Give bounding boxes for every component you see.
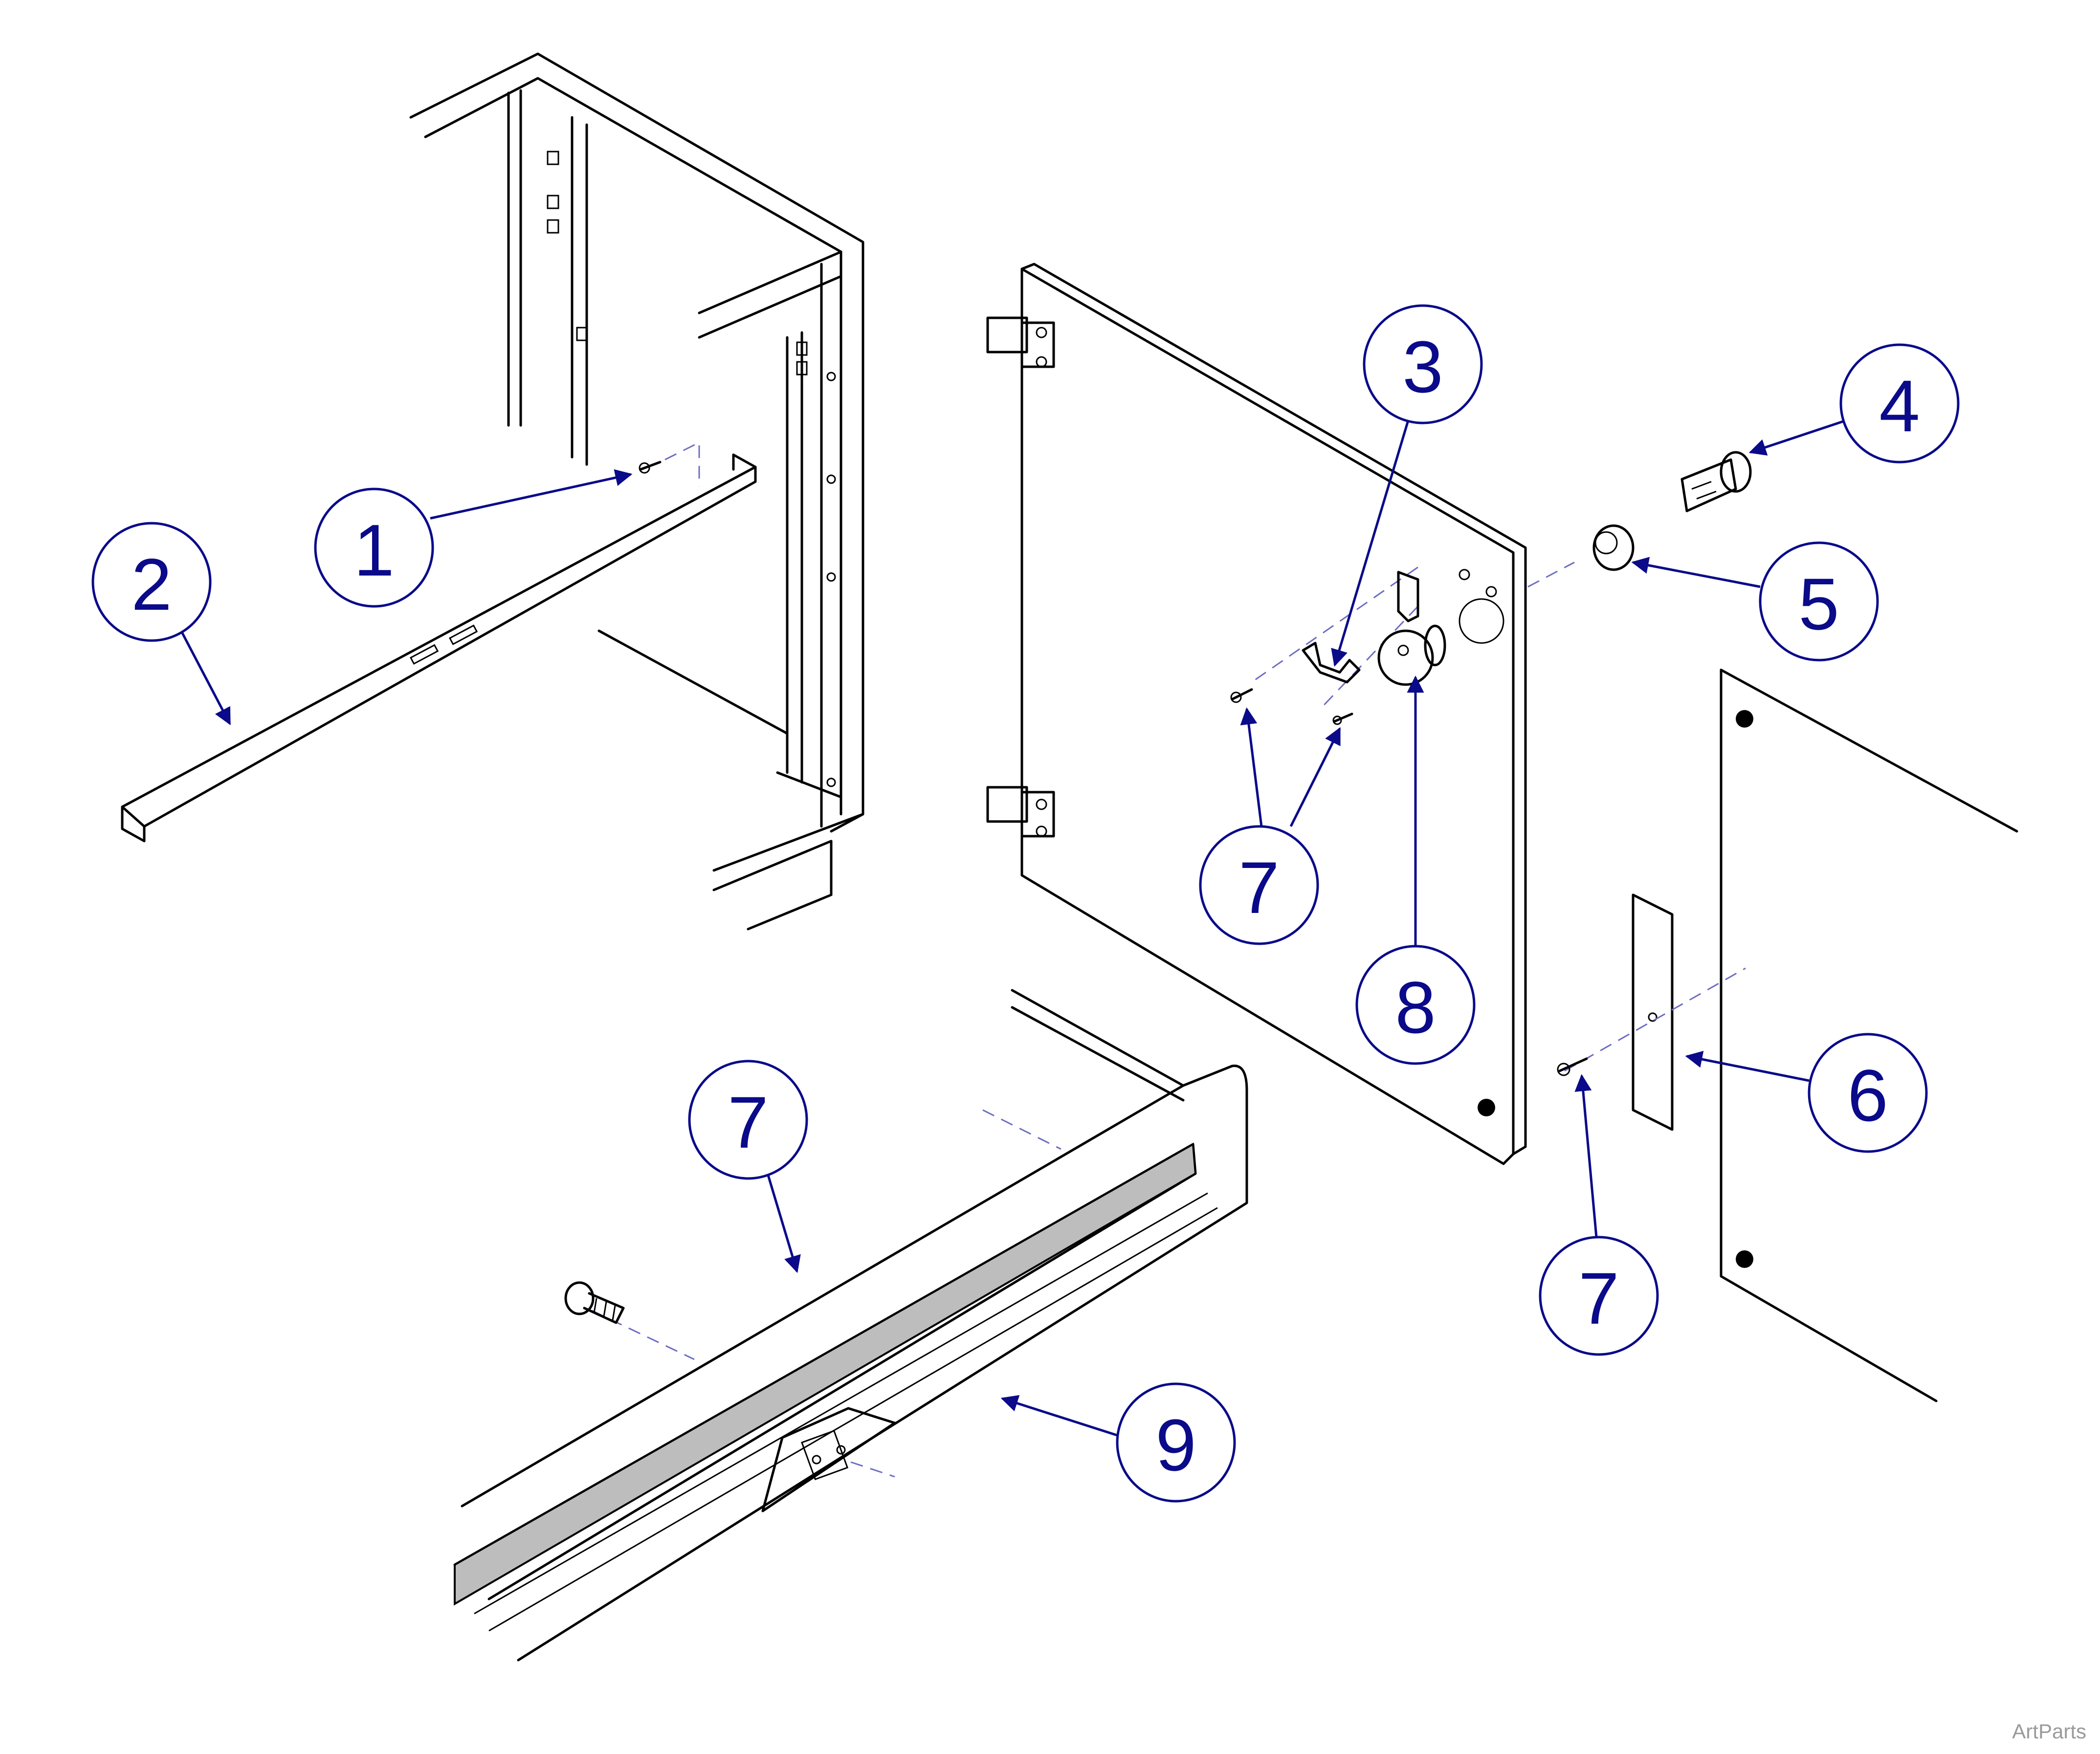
callout-7-door: 7 [1199, 825, 1319, 945]
lock-cylinder-4 [1680, 451, 1752, 512]
callout-3-label: 3 [1402, 326, 1443, 408]
callout-5-label: 5 [1798, 563, 1839, 645]
callout-9: 9 [1116, 1382, 1236, 1503]
callout-5: 5 [1759, 541, 1879, 662]
leader-lines [175, 419, 1846, 1439]
hinge-lower [986, 786, 1055, 838]
cam-lock-8 [1377, 571, 1446, 686]
callout-4-label: 4 [1879, 365, 1920, 447]
clip-3 [1302, 642, 1361, 684]
callout-7-door-label: 7 [1238, 846, 1279, 929]
bushing-5 [1592, 524, 1635, 571]
callout-7-drawer-label: 7 [728, 1081, 768, 1163]
callout-8-label: 8 [1395, 966, 1436, 1048]
callout-6-label: 6 [1847, 1054, 1888, 1136]
side-panel [1720, 668, 2018, 1402]
screw-7-drawer [564, 1281, 625, 1324]
callout-7-strike: 7 [1539, 1236, 1659, 1356]
watermark-text: ArtParts [2012, 1720, 2086, 1743]
callout-6: 6 [1808, 1033, 1928, 1153]
callout-8: 8 [1355, 945, 1476, 1065]
hinge-upper [986, 316, 1055, 368]
callout-1: 1 [314, 488, 434, 608]
rail-bar [121, 453, 757, 843]
door-panel [1020, 263, 1575, 1165]
callout-1-label: 1 [354, 509, 394, 591]
callout-9-label: 9 [1155, 1404, 1196, 1486]
callout-2-label: 2 [131, 543, 172, 625]
callout-4: 4 [1839, 343, 1960, 464]
callout-7-drawer: 7 [688, 1060, 808, 1180]
screw-1 [639, 441, 700, 487]
strike-plate-6 [1564, 893, 1746, 1131]
callout-2: 2 [91, 522, 212, 642]
callout-7-strike-label: 7 [1578, 1257, 1619, 1339]
cabinet-frame [409, 52, 864, 931]
drawer-front-9 [453, 989, 1248, 1662]
screws-7-door [1230, 688, 1353, 725]
callout-3: 3 [1363, 304, 1483, 424]
screw-7-strike [1557, 1057, 1588, 1076]
